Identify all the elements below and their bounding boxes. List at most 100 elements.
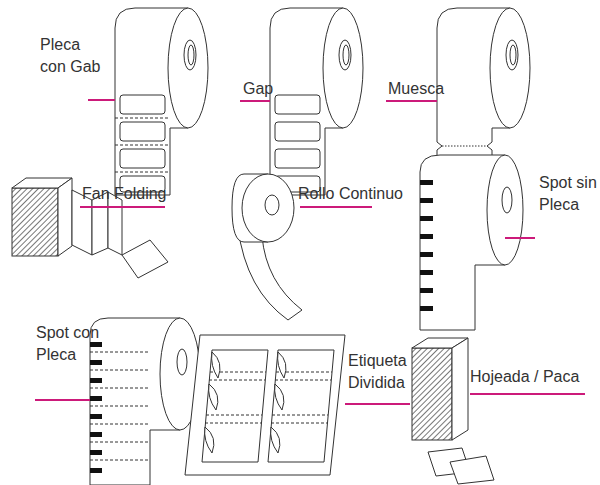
spot-mark: [420, 216, 433, 221]
leader-line: [470, 393, 585, 395]
divided-label-sheet: [185, 335, 345, 475]
leader-line: [240, 100, 270, 102]
sheet-stack: [412, 338, 494, 484]
pleca-line: [90, 442, 150, 443]
stack-front: [12, 188, 58, 256]
spot-mark: [90, 414, 102, 419]
spot-mark: [90, 468, 102, 473]
pleca-line: [115, 172, 170, 173]
cut-line: [271, 423, 327, 424]
pleca-line: [90, 460, 150, 461]
type-label: Spot sin Pleca: [539, 172, 599, 216]
cut-line: [275, 380, 331, 381]
continuous-roll: [232, 174, 302, 320]
spot-marks: [90, 342, 102, 473]
loose-sheet: [450, 456, 494, 484]
roll-end: [323, 8, 363, 128]
spot-mark: [90, 396, 102, 401]
cut-line: [272, 415, 328, 416]
pleca-line: [90, 424, 150, 425]
spot-mark: [420, 288, 433, 293]
pleca-line: [90, 370, 150, 371]
spot-mark: [420, 180, 433, 185]
spot-marks: [420, 180, 433, 311]
label-roll: [270, 8, 363, 195]
type-label: Fan Folding: [82, 183, 182, 205]
peeled-corner: [205, 427, 214, 453]
pleca-lines: [90, 352, 150, 460]
sheet-panel: [268, 350, 334, 462]
spot-mark: [420, 252, 433, 257]
folded-sheet: [122, 240, 168, 278]
type-label: Spot con Pleca: [36, 322, 104, 366]
label-shape: [120, 95, 165, 114]
spot-mark: [90, 450, 102, 455]
roll-core: [510, 45, 516, 65]
pleca-line: [90, 352, 150, 353]
cut-line: [206, 415, 262, 416]
cut-line: [209, 380, 265, 381]
type-label: Rollo Continuo: [298, 183, 418, 205]
leader-line: [35, 399, 90, 401]
spot-mark: [420, 270, 433, 275]
roll-end: [487, 155, 523, 265]
label-shape: [275, 95, 320, 114]
pleca-line: [90, 388, 150, 389]
leader-line: [80, 206, 165, 208]
type-label: Pleca con Gab: [40, 34, 106, 78]
spot-mark: [420, 198, 433, 203]
roll-core: [506, 40, 518, 70]
label-shape: [120, 122, 165, 141]
spot-mark: [420, 306, 433, 311]
label-shape: [275, 122, 320, 141]
roll-core: [343, 45, 349, 65]
type-label: Muesca: [388, 78, 458, 100]
stack-side: [452, 338, 468, 440]
pleca-line: [90, 406, 150, 407]
leader-line: [345, 403, 410, 405]
spot-roll: [90, 318, 200, 485]
spot-mark: [90, 360, 102, 365]
type-label: Etiqueta Dividida: [348, 350, 420, 394]
cut-line: [205, 423, 261, 424]
roll-core: [339, 40, 351, 70]
pleca-line: [115, 118, 170, 119]
roll-core: [188, 45, 194, 65]
peeled-corner: [209, 384, 218, 410]
leader-line: [88, 99, 115, 101]
leader-line: [300, 206, 372, 208]
type-label: Hojeada / Paca: [470, 366, 598, 388]
spot-mark: [90, 432, 102, 437]
pleca-line: [115, 145, 170, 146]
peeled-corner: [278, 352, 286, 378]
stack-side: [58, 178, 72, 256]
stack-front: [412, 348, 452, 440]
peeled-corner: [271, 427, 280, 453]
leader-line: [386, 100, 437, 102]
pleca-lines: [115, 118, 170, 172]
sheet-panel: [202, 350, 268, 462]
peeled-corner: [212, 352, 220, 378]
cut-lines: [205, 372, 332, 423]
roll-core: [502, 187, 512, 213]
spot-mark: [90, 342, 102, 347]
label-shape: [275, 149, 320, 168]
label-roll: [115, 8, 208, 195]
roll-core: [184, 40, 196, 70]
notch-line: [442, 146, 487, 147]
type-label: Gap: [243, 78, 283, 100]
roll-core: [177, 349, 187, 375]
sheet: [185, 335, 345, 475]
spot-mark: [90, 378, 102, 383]
peeled-corner: [275, 384, 284, 410]
spot-roll: [420, 155, 523, 330]
leader-lines: [35, 100, 585, 404]
roll-end: [168, 8, 208, 128]
roll-end: [490, 8, 530, 128]
spot-mark: [420, 234, 433, 239]
label-shape: [120, 149, 165, 168]
roll-end: [242, 174, 294, 242]
roll-core: [265, 195, 279, 215]
leader-line: [505, 237, 535, 239]
